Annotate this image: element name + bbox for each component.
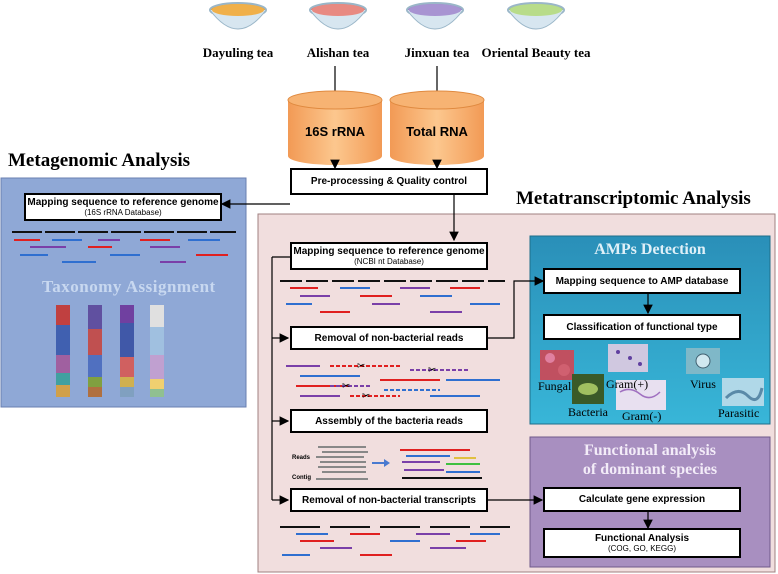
amp-mapping-label: Mapping sequence to AMP database <box>555 275 729 287</box>
svg-text:✂: ✂ <box>357 361 365 372</box>
metagenomic-title: Metagenomic Analysis <box>8 150 191 171</box>
functional-title-line1: Functional analysis <box>583 442 717 459</box>
assembly-illustration <box>316 446 482 480</box>
gene-expression-label: Calculate gene expression <box>578 494 706 505</box>
tea-label-dayuling: Dayuling tea <box>202 45 274 60</box>
assembly-box: Assembly of the bacteria reads <box>290 409 488 433</box>
assembly-label: Assembly of the bacteria reads <box>315 415 463 427</box>
metatranscriptomic-title: Metatranscriptomic Analysis <box>516 188 751 209</box>
nt-mapping-sub: (NCBI nt Database) <box>354 257 424 266</box>
amp-type-gram-negative: Gram(-) <box>622 409 662 423</box>
tea-cup-oriental-beauty <box>507 2 565 30</box>
metagenomic-mapping-sub: (16S rRNA Database) <box>84 208 162 217</box>
removal-reads-box: Removal of non-bacterial reads <box>290 326 488 350</box>
gene-expression-box: Calculate gene expression <box>543 487 741 512</box>
database-label-16s-rrna: 16S rRNA <box>305 124 365 139</box>
metagenomic-mapping-label: Mapping sequence to reference genome <box>27 197 219 208</box>
classification-box: Classification of functional type <box>543 314 741 340</box>
amp-type-bacteria: Bacteria <box>568 405 608 419</box>
tea-label-oriental-beauty: Oriental Beauty tea <box>481 45 591 60</box>
functional-analysis-label: Functional Analysis <box>594 533 690 544</box>
nt-mapping-label: Mapping sequence to reference genome <box>293 246 485 257</box>
preprocessing-box: Pre-processing & Quality control <box>290 168 488 195</box>
amp-title: AMPs Detection <box>594 241 706 258</box>
preprocessing-label: Pre-processing & Quality control <box>310 176 468 187</box>
tea-label-jinxuan: Jinxuan tea <box>404 45 470 60</box>
amp-sample-images <box>540 344 764 410</box>
nt-mapping-box: Mapping sequence to reference genome (NC… <box>290 242 488 270</box>
nt-mapping-reads-illustration <box>280 280 505 313</box>
assembly-contig-label: Contig <box>292 475 311 481</box>
removal-reads-illustration: ✂ ✂ ✂ ✂ <box>286 361 500 402</box>
removal-reads-label: Removal of non-bacterial reads <box>314 332 464 344</box>
taxonomy-assignment-title: Taxonomy Assignment <box>42 277 216 296</box>
taxonomy-stacked-bars <box>56 305 164 397</box>
metagenomic-reads-illustration <box>12 231 236 263</box>
amp-type-virus: Virus <box>690 377 716 391</box>
svg-text:✂: ✂ <box>428 365 436 376</box>
functional-analysis-sub: (COG, GO, KEGG) <box>607 544 676 553</box>
transcripts-illustration <box>280 526 510 556</box>
assembly-reads-label: Reads <box>292 455 311 461</box>
tea-cup-alishan <box>309 2 367 30</box>
database-label-total-rna: Total RNA <box>406 124 468 139</box>
amp-type-gram-positive: Gram(+) <box>606 377 649 391</box>
classification-label: Classification of functional type <box>566 321 718 333</box>
transcripts-box: Removal of non-bacterial transcripts <box>290 488 488 512</box>
amp-mapping-box: Mapping sequence to AMP database <box>543 268 741 294</box>
amp-type-parasitic: Parasitic <box>718 406 760 420</box>
cylinder-16s-rrna <box>287 90 383 165</box>
amp-type-fungal: Fungal <box>538 379 572 393</box>
tea-cup-dayuling <box>209 2 267 30</box>
svg-text:✂: ✂ <box>362 391 370 402</box>
transcripts-label: Removal of non-bacterial transcripts <box>302 494 476 506</box>
functional-title-line2: of dominant species <box>582 461 718 478</box>
metagenomic-mapping-box: Mapping sequence to reference genome (16… <box>24 193 222 221</box>
svg-text:✂: ✂ <box>342 381 350 392</box>
tea-cup-jinxuan <box>406 2 464 30</box>
cylinder-total-rna <box>389 90 485 165</box>
functional-analysis-box: Functional Analysis (COG, GO, KEGG) <box>543 528 741 558</box>
tea-label-alishan: Alishan tea <box>306 45 370 60</box>
